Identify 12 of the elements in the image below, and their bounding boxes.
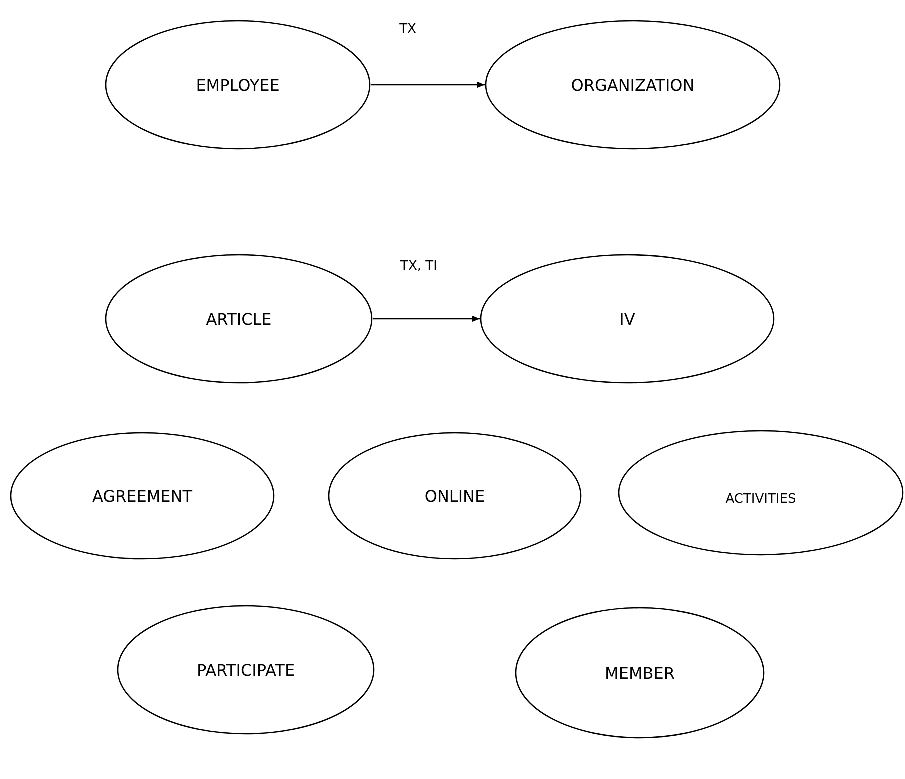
edge-label: TX, TI: [400, 259, 438, 274]
entity-label: ONLINE: [424, 486, 486, 506]
entity-label: AGREEMENT: [92, 486, 193, 506]
entity-label: ORGANIZATION: [571, 76, 695, 94]
arrow: [371, 82, 485, 88]
entity-label: EMPLOYEE: [196, 76, 280, 94]
entity-label: PARTICIPATE: [196, 660, 296, 680]
entity-label: MEMBER: [605, 664, 675, 682]
entity-label: ARTICLE: [206, 310, 272, 328]
arrow: [373, 316, 480, 322]
entity-label: ACTIVITIES: [726, 492, 796, 507]
entity-label: IV: [620, 310, 636, 328]
